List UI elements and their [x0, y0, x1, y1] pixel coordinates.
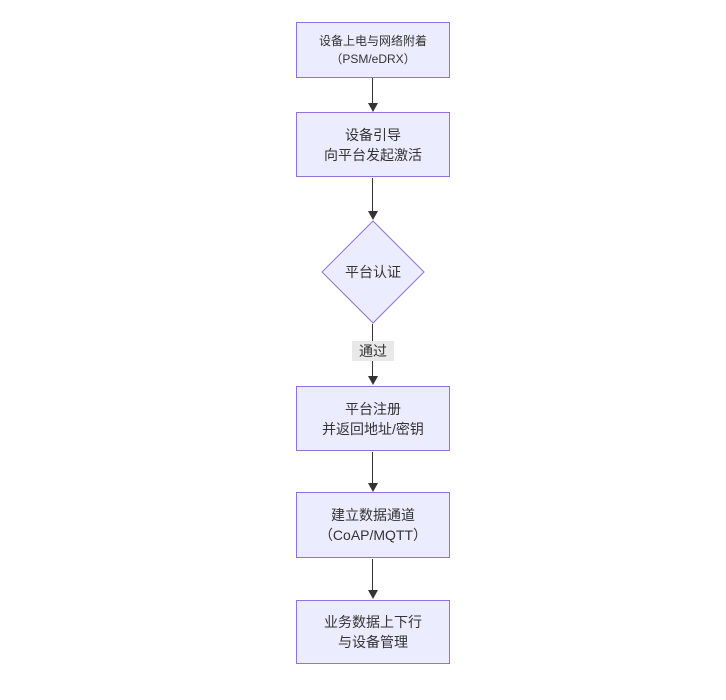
node-text-line: 向平台发起激活: [324, 146, 422, 163]
arrow-head-icon: [368, 376, 378, 385]
node-text-line: （PSM/eDRX）: [330, 52, 416, 66]
edge-label-pass: 通过: [352, 341, 394, 361]
node-text-line: 平台认证: [345, 264, 401, 280]
node-text-line: （CoAP/MQTT）: [318, 527, 428, 543]
flow-node-platform-auth: 平台认证: [321, 220, 425, 324]
arrow-head-icon: [368, 103, 378, 112]
node-text-line: 与设备管理: [338, 634, 408, 650]
edge-line: [372, 78, 373, 103]
diamond-outline: [321, 220, 425, 324]
edge-line: [372, 559, 373, 590]
edge-line: [372, 452, 373, 483]
node-text-line: 建立数据通道: [331, 507, 415, 523]
node-text-line: 平台注册: [345, 400, 401, 417]
node-text-line: 设备引导: [345, 126, 401, 143]
node-text-line: 业务数据上下行: [324, 614, 422, 630]
flow-node-business: 业务数据上下行 与设备管理: [296, 600, 450, 664]
arrow-head-icon: [368, 211, 378, 220]
node-text-line: 设备上电与网络附着: [318, 34, 427, 48]
flow-node-power-attach: 设备上电与网络附着 （PSM/eDRX）: [296, 22, 450, 78]
node-text-line: 并返回地址/密钥: [322, 420, 424, 437]
flow-node-register: 平台注册 并返回地址/密钥: [296, 386, 450, 451]
flow-node-data-channel: 建立数据通道 （CoAP/MQTT）: [296, 492, 450, 558]
arrow-head-icon: [368, 483, 378, 492]
edge-line: [372, 178, 373, 211]
flow-node-bootstrap: 设备引导 向平台发起激活: [296, 112, 450, 177]
diamond-shape: [321, 220, 425, 324]
arrow-head-icon: [368, 590, 378, 599]
